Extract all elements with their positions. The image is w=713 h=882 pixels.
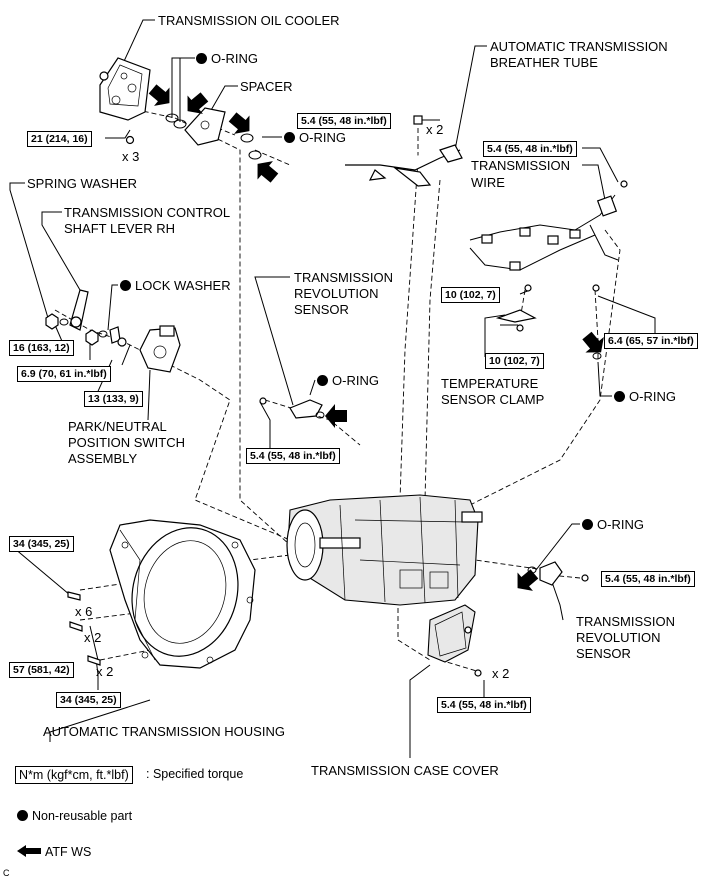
label-spacer: SPACER: [240, 79, 293, 94]
non-reusable-dot-icon: [582, 519, 593, 530]
non-reusable-dot-icon: [17, 810, 28, 821]
label-rev-sensor-right-line3: SENSOR: [576, 646, 631, 661]
torque-box-13: 13 (133, 9): [84, 391, 143, 407]
legend-torque-desc: : Specified torque: [146, 767, 244, 781]
legend-nonreusable: Non-reusable part: [17, 809, 132, 824]
multiplier-x2-b: x 2: [96, 664, 114, 679]
o-ring-shape: [248, 150, 262, 160]
legend-atf: ATF WS: [17, 845, 91, 860]
control-lever-parts: [45, 289, 127, 347]
non-reusable-dot-icon: [317, 375, 328, 386]
o-ring-shape: [165, 113, 179, 123]
label-lock-washer: LOCK WASHER: [120, 278, 231, 293]
multiplier-x2-cover: x 2: [492, 666, 510, 681]
torque-box-rev-top: 5.4 (55, 48 in.*lbf): [246, 448, 340, 464]
label-control-lever-line2: SHAFT LEVER RH: [64, 221, 176, 236]
label-o-ring-4: O-RING: [614, 389, 676, 404]
torque-box-10-a: 10 (102, 7): [441, 287, 500, 303]
torque-box-57: 57 (581, 42): [9, 662, 74, 678]
o-ring-shape: [592, 352, 602, 360]
revolution-sensor-right: [527, 561, 589, 586]
housing-bolts: [67, 591, 101, 666]
label-housing: AUTOMATIC TRANSMISSION HOUSING: [43, 724, 285, 739]
label-o-ring-5: O-RING: [582, 517, 644, 532]
spacer-part: [184, 107, 226, 146]
label-park-switch-line3: ASSEMBLY: [68, 451, 138, 466]
transmission-body: [286, 494, 483, 606]
torque-box-21: 21 (214, 16): [27, 131, 92, 147]
multiplier-x3: x 3: [122, 149, 140, 164]
transmission-housing: [109, 519, 256, 669]
atf-arrow-icons: [148, 84, 604, 591]
torque-box-34-b: 34 (345, 25): [56, 692, 121, 708]
legend-torque-unit: N*m (kgf*cm, ft.*lbf): [15, 766, 133, 784]
torque-box-cover: 5.4 (55, 48 in.*lbf): [437, 697, 531, 713]
park-neutral-switch: [139, 325, 181, 373]
non-reusable-dot-icon: [284, 132, 295, 143]
label-park-switch-line2: POSITION SWITCH: [68, 435, 185, 450]
non-reusable-dot-icon: [196, 53, 207, 64]
non-reusable-dot-icon: [120, 280, 131, 291]
label-breather-line2: BREATHER TUBE: [490, 55, 598, 70]
label-rev-sensor-top-line2: REVOLUTION: [294, 286, 379, 301]
leader-lines: [9, 19, 656, 758]
label-temp-clamp-line1: TEMPERATURE: [441, 376, 539, 391]
multiplier-x6: x 6: [75, 604, 93, 619]
o-ring-shape: [173, 119, 187, 129]
torque-box-breather: 5.4 (55, 48 in.*lbf): [297, 113, 391, 129]
label-rev-sensor-top-line1: TRANSMISSION: [294, 270, 393, 285]
torque-box-16: 16 (163, 12): [9, 340, 74, 356]
label-park-switch-line1: PARK/NEUTRAL: [68, 419, 167, 434]
torque-box-wire: 5.4 (55, 48 in.*lbf): [483, 141, 577, 157]
label-trans-wire-line1: TRANSMISSION: [471, 158, 570, 173]
label-o-ring-1: O-RING: [196, 51, 258, 66]
torque-box-64: 6.4 (65, 57 in.*lbf): [604, 333, 698, 349]
atf-arrow-icon: [17, 845, 41, 857]
multiplier-x2-a: x 2: [84, 630, 102, 645]
oil-cooler: [99, 57, 151, 145]
torque-box-69: 6.9 (70, 61 in.*lbf): [17, 366, 111, 382]
label-control-lever-line1: TRANSMISSION CONTROL: [64, 205, 231, 220]
torque-box-rev-right: 5.4 (55, 48 in.*lbf): [601, 571, 695, 587]
non-reusable-dot-icon: [614, 391, 625, 402]
label-o-ring-2: O-RING: [284, 130, 346, 145]
revolution-sensor-top: [259, 397, 325, 419]
torque-box-34-a: 34 (345, 25): [9, 536, 74, 552]
label-case-cover: TRANSMISSION CASE COVER: [311, 763, 499, 778]
torque-box-10-b: 10 (102, 7): [485, 353, 544, 369]
label-trans-wire-line2: WIRE: [471, 175, 505, 190]
o-ring-shape: [240, 133, 254, 143]
corner-code: C: [3, 868, 10, 878]
case-cover: [427, 604, 482, 677]
label-o-ring-3: O-RING: [317, 373, 379, 388]
transmission-wire: [469, 180, 628, 292]
label-breather-line1: AUTOMATIC TRANSMISSION: [490, 39, 668, 54]
label-rev-sensor-top-line3: SENSOR: [294, 302, 349, 317]
label-spring-washer: SPRING WASHER: [27, 176, 138, 191]
label-temp-clamp-line2: SENSOR CLAMP: [441, 392, 545, 407]
label-rev-sensor-right-line2: REVOLUTION: [576, 630, 661, 645]
label-oil-cooler: TRANSMISSION OIL COOLER: [158, 13, 340, 28]
temp-sensor-clamp: [495, 309, 537, 323]
multiplier-x2-breather: x 2: [426, 122, 444, 137]
breather-tube: [345, 115, 463, 187]
label-rev-sensor-right-line1: TRANSMISSION: [576, 614, 675, 629]
